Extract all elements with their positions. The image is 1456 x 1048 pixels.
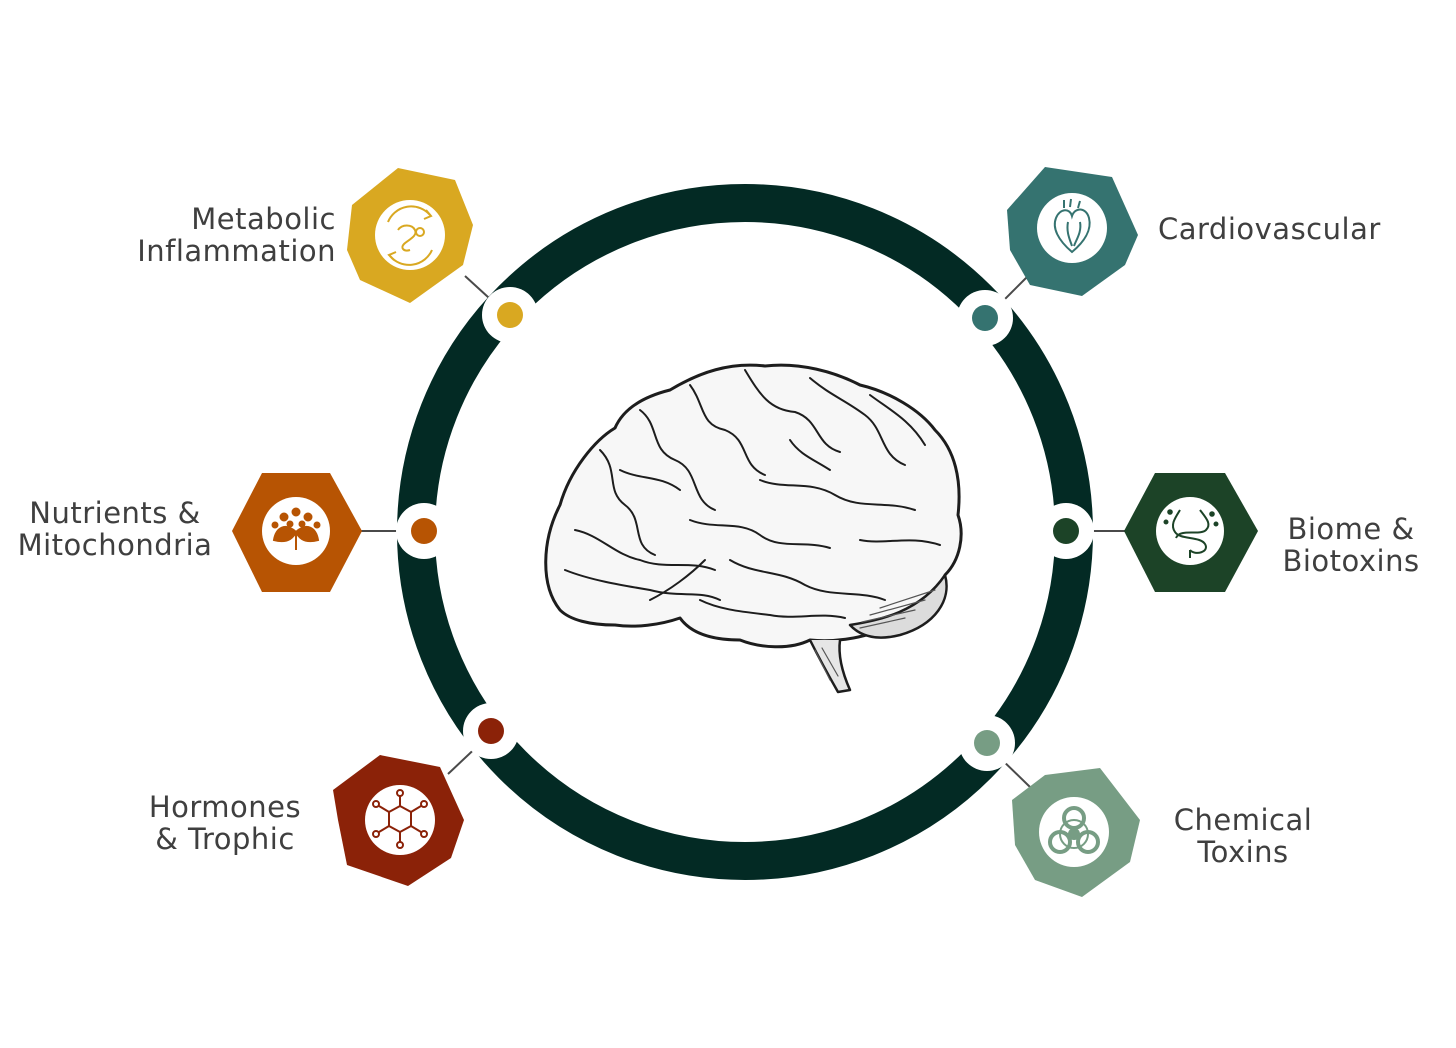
biohazard-icon — [1048, 806, 1100, 854]
label-hormones: Hormones & Trophic — [130, 791, 320, 855]
brain-illustration — [544, 363, 963, 694]
label-metabolic: Metabolic Inflammation — [90, 203, 336, 267]
hex-hormones — [333, 755, 464, 886]
label-chemical-line1: Chemical — [1173, 803, 1313, 837]
label-cardiovascular: Cardiovascular — [1158, 213, 1418, 245]
digestive-cycle-icon — [387, 205, 433, 266]
hex-metabolic — [347, 168, 473, 303]
label-nutrients: Nutrients & Mitochondria — [10, 497, 220, 561]
label-metabolic-line2: Inflammation — [137, 234, 336, 268]
intestine-icon — [1163, 509, 1219, 558]
ring-nodes — [396, 287, 1094, 771]
label-cardiovascular-line1: Cardiovascular — [1158, 212, 1381, 246]
label-chemical: Chemical Toxins — [1158, 804, 1328, 868]
label-nutrients-line1: Nutrients & — [29, 496, 201, 530]
ring-node-biome — [1038, 503, 1094, 559]
ring-node-cardiovascular — [957, 290, 1013, 346]
label-chemical-line2: Toxins — [1197, 835, 1289, 869]
label-biome-line1: Biome & — [1287, 512, 1415, 546]
molecule-structure-icon — [372, 789, 428, 849]
label-biome: Biome & Biotoxins — [1276, 513, 1426, 577]
ring-node-chemical — [959, 715, 1015, 771]
heart-icon — [1053, 198, 1091, 254]
plant-molecule-icon — [271, 507, 321, 550]
label-biome-line2: Biotoxins — [1282, 544, 1420, 578]
label-nutrients-line2: Mitochondria — [17, 528, 213, 562]
label-hormones-line1: Hormones — [148, 790, 302, 824]
label-metabolic-line1: Metabolic — [191, 202, 336, 236]
ring-node-nutrients — [396, 503, 452, 559]
ring-node-hormones — [463, 703, 519, 759]
hex-cardiovascular — [1007, 167, 1138, 296]
label-hormones-line2: & Trophic — [155, 822, 295, 856]
ring-node-metabolic — [482, 287, 538, 343]
